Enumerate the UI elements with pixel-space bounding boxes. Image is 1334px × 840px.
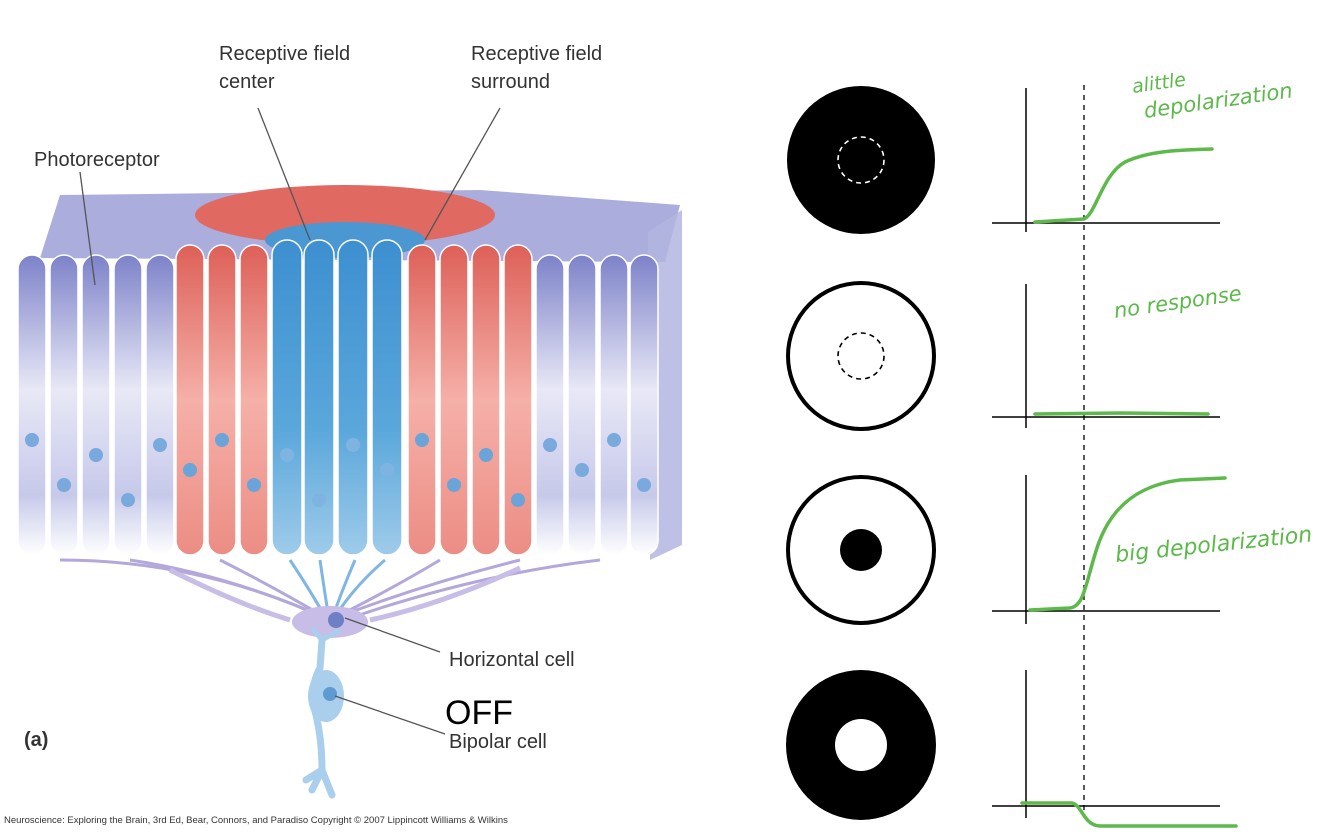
stimulus-light-center <box>835 719 887 771</box>
trace-small-depolarization <box>1033 147 1214 224</box>
photoreceptor-column <box>239 244 269 556</box>
photoreceptor-column <box>407 244 437 556</box>
rf-center-label-line1: Receptive field <box>219 43 350 65</box>
photoreceptor-column <box>175 244 205 556</box>
stimulus-dashed-center <box>837 136 885 184</box>
photoreceptor-column <box>271 239 303 556</box>
photoreceptor-column <box>17 254 47 556</box>
panel-label: (a) <box>24 729 48 751</box>
annotation-2: no response <box>1112 281 1243 323</box>
photoreceptor-column <box>145 254 175 556</box>
photoreceptor-column <box>207 244 237 556</box>
photoreceptor-column <box>439 244 469 556</box>
stimulus-dark-spot <box>840 529 882 571</box>
response-traces <box>1020 147 1238 828</box>
stimulus-1 <box>787 86 935 234</box>
photoreceptor-column <box>599 254 629 556</box>
photoreceptor-column <box>303 239 335 556</box>
callout-lines <box>79 107 501 735</box>
rf-surround-label-line2: surround <box>471 71 550 93</box>
stimulus-3 <box>786 475 936 625</box>
annotation-3: big depolarization <box>1114 522 1313 568</box>
photoreceptor-column <box>503 244 533 556</box>
photoreceptor-column <box>535 254 565 556</box>
trace-hyperpolarization <box>1020 801 1238 828</box>
stimulus-2 <box>786 281 936 431</box>
photoreceptor-column <box>471 244 501 556</box>
stimulus-4 <box>786 670 936 820</box>
off-label: OFF <box>445 694 513 732</box>
trace-large-depolarization <box>1028 476 1227 612</box>
copyright-credit: Neuroscience: Exploring the Brain, 3rd E… <box>4 815 508 826</box>
response-axes <box>992 88 1220 818</box>
rf-center-label-line2: center <box>219 71 275 93</box>
photoreceptor-column <box>337 239 369 556</box>
photoreceptor-column <box>81 254 111 556</box>
photoreceptor-column <box>629 254 659 556</box>
retina-illustration <box>17 107 682 799</box>
horizontal-cell-label: Horizontal cell <box>449 649 575 671</box>
bipolar-cell-label: Bipolar cell <box>449 731 547 753</box>
photoreceptor-rods <box>17 239 659 556</box>
photoreceptor-column <box>49 254 79 556</box>
photoreceptor-column <box>371 239 403 556</box>
stimulus-dark-disc <box>787 86 935 234</box>
photoreceptor-label: Photoreceptor <box>34 149 160 171</box>
photoreceptor-column <box>113 254 143 556</box>
stimulus-dashed-center <box>837 332 885 380</box>
photoreceptor-column <box>567 254 597 556</box>
bipolar-cell <box>302 626 344 799</box>
stimulus-open-disc <box>786 281 936 431</box>
rf-surround-label-line1: Receptive field <box>471 43 602 65</box>
trace-flat <box>1033 411 1210 416</box>
